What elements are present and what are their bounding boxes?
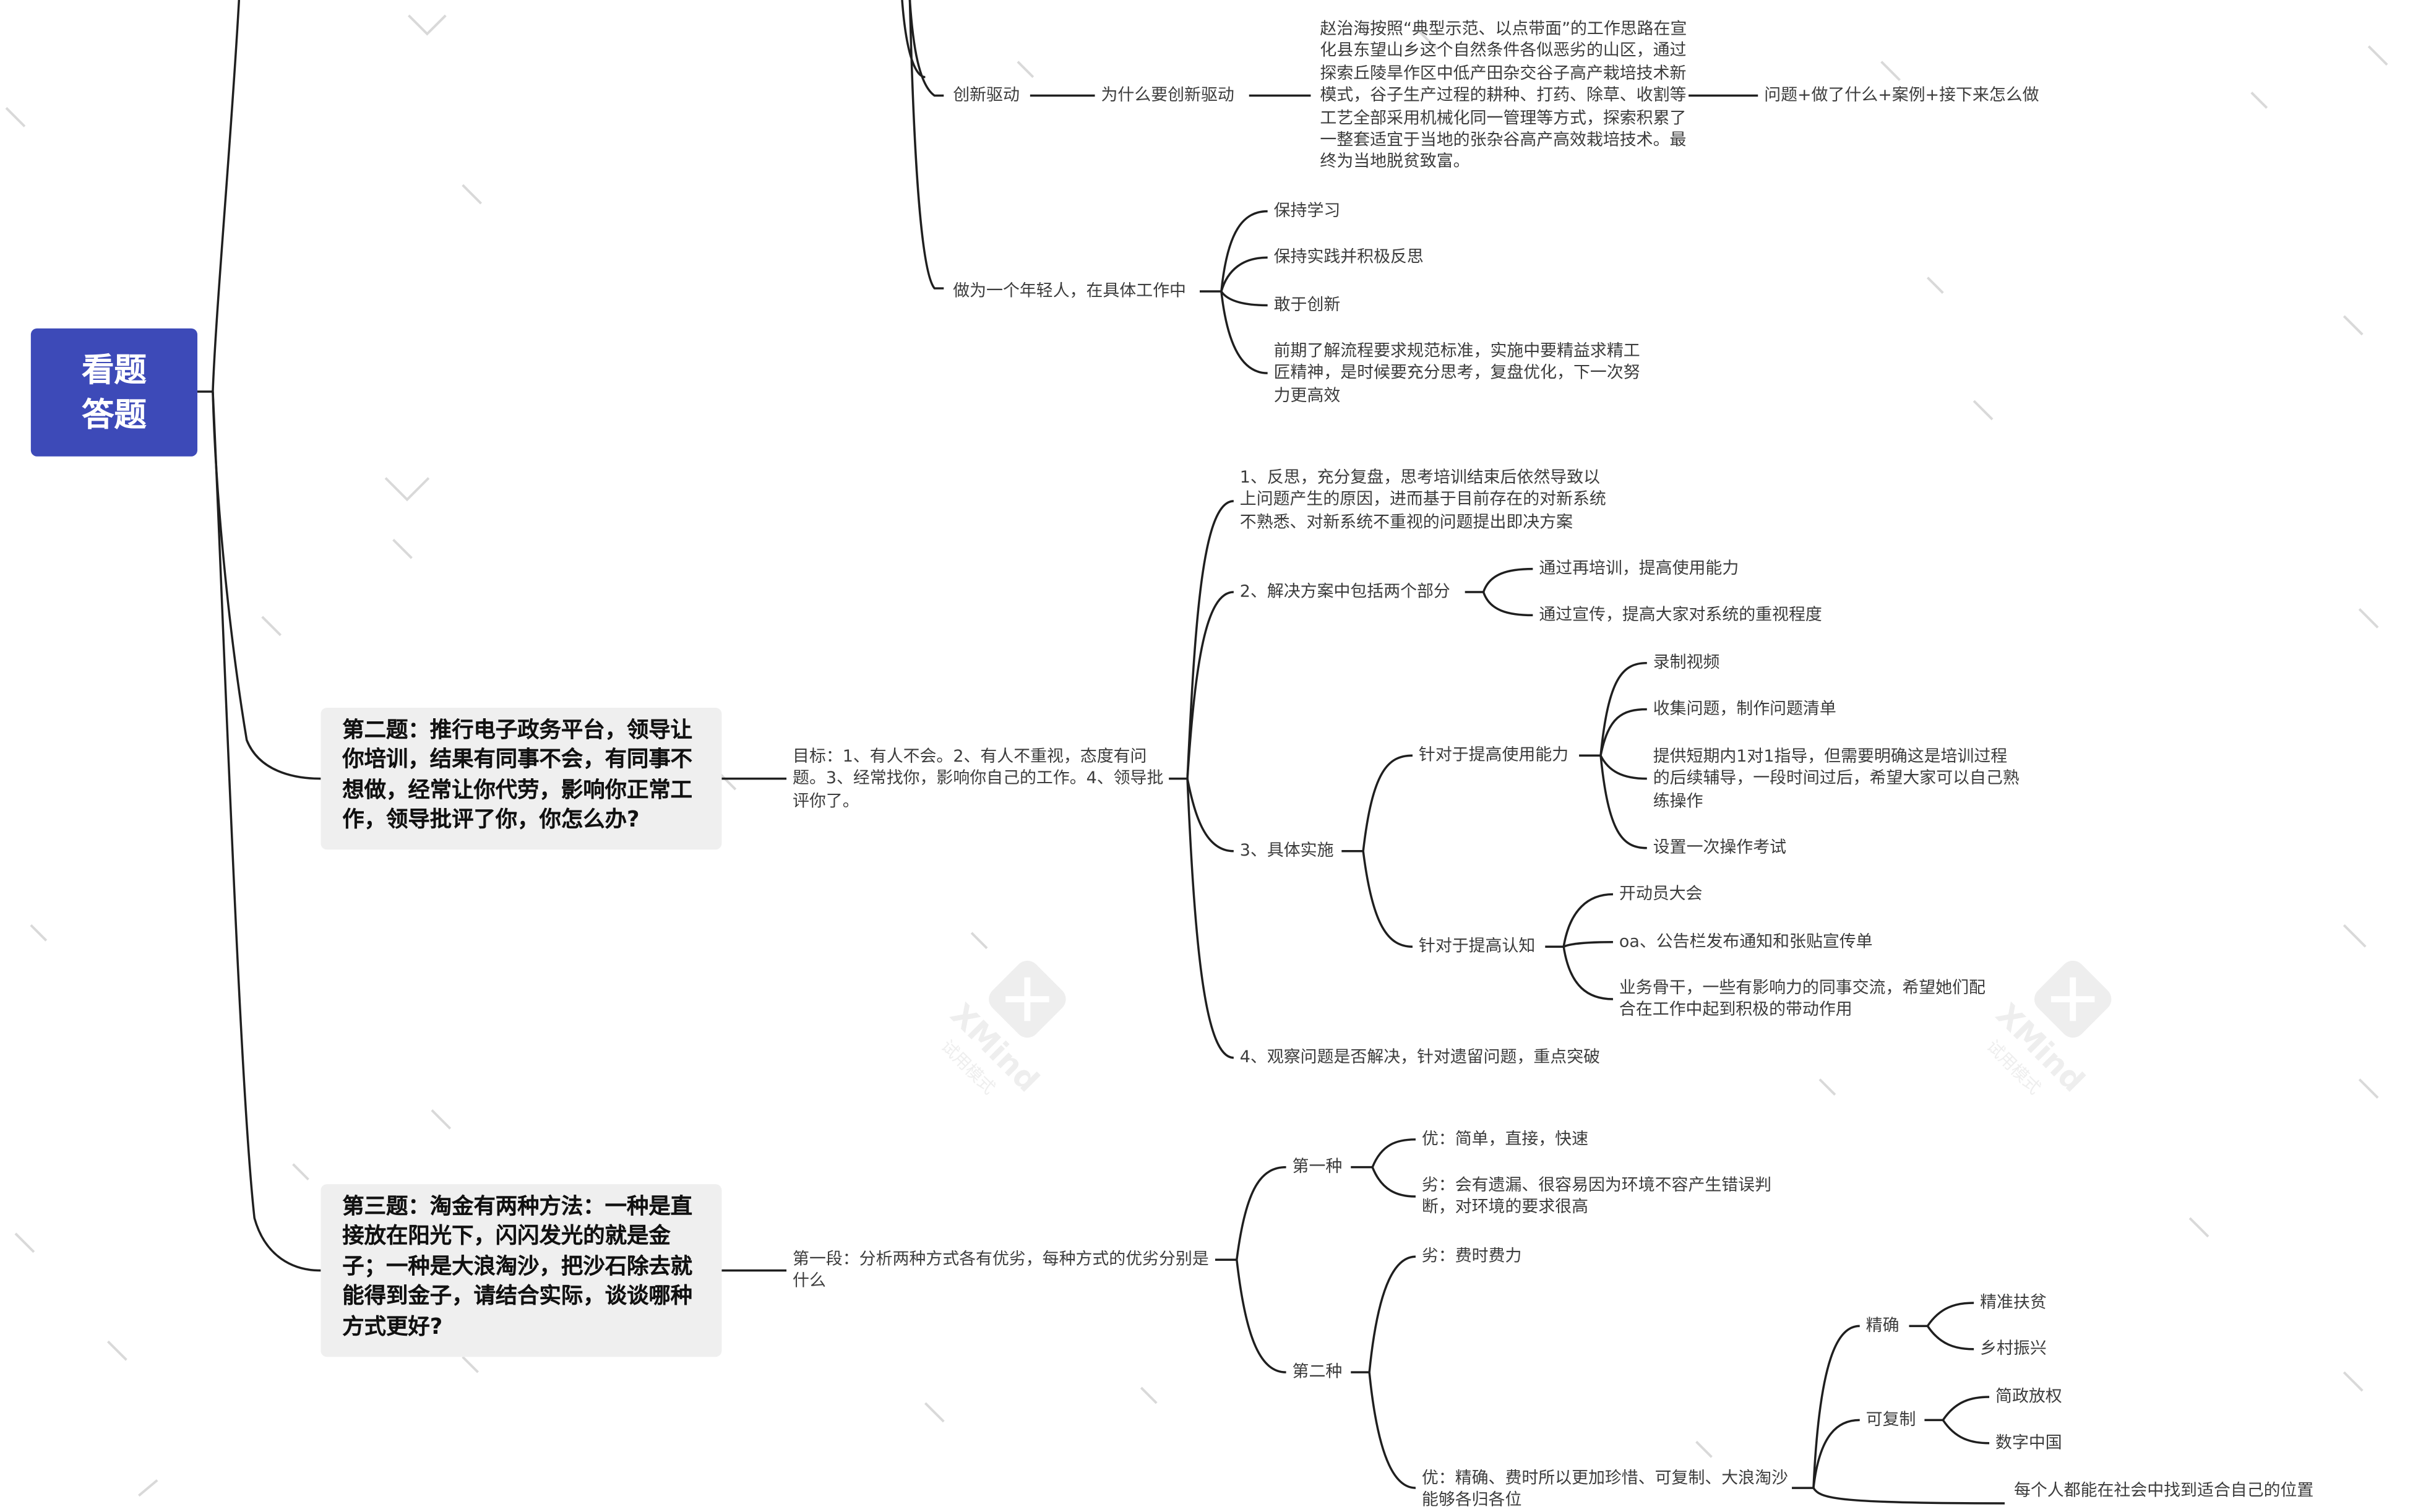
node-q3-precise[interactable]: 精确 — [1865, 1315, 1900, 1336]
node-q2-step-2-item-1[interactable]: 通过再培训，提高使用能力 — [1539, 558, 1739, 578]
node-q2-awareness-item-1[interactable]: 开动员大会 — [1619, 883, 1703, 904]
node-q3-second-con[interactable]: 劣：费时费力 — [1421, 1245, 1522, 1266]
node-q3-copy[interactable]: 可复制 — [1865, 1409, 1916, 1430]
node-q2-step-3[interactable]: 3、具体实施 — [1239, 840, 1334, 861]
node-q3-precise-item-1[interactable]: 精准扶贫 — [1980, 1292, 2047, 1312]
xmind-logo-icon: XMind 试用模式 — [937, 960, 1066, 1099]
node-q2-step-1[interactable]: 1、反思，充分复盘，思考培训结束后依然导致以上问题产生的原因，进而基于目前存在的… — [1239, 467, 1606, 532]
node-q3-para-1[interactable]: 第一段：分析两种方式各有优劣，每种方式的优劣分别是什么 — [793, 1248, 1209, 1292]
topic-question-3[interactable]: 第三题：淘金有两种方法：一种是直接放在阳光下，闪闪发光的就是金子；一种是大浪淘沙… — [321, 1184, 722, 1357]
node-q2-awareness-item-3[interactable]: 业务骨干，一些有影响力的同事交流，希望她们配合在工作中起到积极的带动作用 — [1619, 977, 1986, 1020]
node-young-item-4[interactable]: 前期了解流程要求规范标准，实施中要精益求精工匠精神，是时候要充分思考，复盘优化，… — [1273, 340, 1640, 406]
node-q3-second-pro[interactable]: 优：精确、费时所以更加珍惜、可复制、大浪淘沙能够各归各位 — [1421, 1467, 1788, 1510]
node-q2-ability[interactable]: 针对于提高使用能力 — [1418, 744, 1569, 765]
xmind-logo-icon: XMind 试用模式 — [1982, 960, 2112, 1099]
node-q2-ability-item-4[interactable]: 设置一次操作考试 — [1653, 837, 1787, 857]
node-q2-ability-item-2[interactable]: 收集问题，制作问题清单 — [1653, 698, 1836, 719]
node-q2-goal[interactable]: 目标：1、有人不会。2、有人不重视，态度有问题。3、经常找你，影响你自己的工作。… — [793, 746, 1164, 811]
root-topic[interactable]: 看题答题 — [30, 328, 198, 457]
node-q3-second[interactable]: 第二种 — [1292, 1361, 1343, 1382]
xmind-watermark-logo-2: XMind 试用模式 — [1955, 940, 2125, 1110]
node-q2-ability-item-1[interactable]: 录制视频 — [1653, 652, 1720, 672]
node-q2-step-2-item-2[interactable]: 通过宣传，提高大家对系统的重视程度 — [1539, 604, 1822, 625]
node-young-item-2[interactable]: 保持实践并积极反思 — [1273, 246, 1424, 267]
xmind-watermark-logo: XMind 试用模式 — [910, 940, 1079, 1110]
node-q3-copy-item-1[interactable]: 简政放权 — [1995, 1386, 2062, 1406]
topic-question-2[interactable]: 第二题：推行电子政务平台，领导让你培训，结果有同事不会，有同事不想做，经常让你代… — [321, 707, 722, 850]
node-answer-structure[interactable]: 问题+做了什么+案例+接下来怎么做 — [1764, 85, 2039, 105]
node-q2-awareness-item-2[interactable]: oa、公告栏发布通知和张贴宣传单 — [1619, 931, 1873, 951]
node-young-person[interactable]: 做为一个年轻人，在具体工作中 — [953, 280, 1186, 301]
node-young-item-3[interactable]: 敢于创新 — [1273, 294, 1341, 315]
node-q3-first[interactable]: 第一种 — [1292, 1156, 1343, 1177]
node-q2-step-4[interactable]: 4、观察问题是否解决，针对遗留问题，重点突破 — [1239, 1047, 1601, 1067]
node-q3-copy-item-2[interactable]: 数字中国 — [1995, 1432, 2062, 1453]
node-why-innovation[interactable]: 为什么要创新驱动 — [1101, 85, 1234, 105]
node-q2-step-2[interactable]: 2、解决方案中包括两个部分 — [1239, 581, 1450, 601]
node-q3-precise-item-2[interactable]: 乡村振兴 — [1980, 1338, 2047, 1359]
node-q3-first-con[interactable]: 劣：会有遗漏、很容易因为环境不容产生错误判断，对环境的要求很高 — [1421, 1175, 1771, 1218]
node-young-item-1[interactable]: 保持学习 — [1273, 200, 1341, 221]
node-q2-ability-item-3[interactable]: 提供短期内1对1指导，但需要明确这是培训过程的后续辅导，一段时间过后，希望大家可… — [1653, 746, 2020, 811]
node-innovation[interactable]: 创新驱动 — [953, 85, 1020, 105]
node-q3-first-pro[interactable]: 优：简单，直接，快速 — [1421, 1128, 1588, 1149]
node-q2-awareness[interactable]: 针对于提高认知 — [1418, 935, 1536, 956]
node-q3-place[interactable]: 每个人都能在社会中找到适合自己的位置 — [2013, 1480, 2314, 1501]
node-innovation-case[interactable]: 赵治海按照“典型示范、以点带面”的工作思路在宣化县东望山乡这个自然条件各似恶劣的… — [1320, 18, 1687, 172]
